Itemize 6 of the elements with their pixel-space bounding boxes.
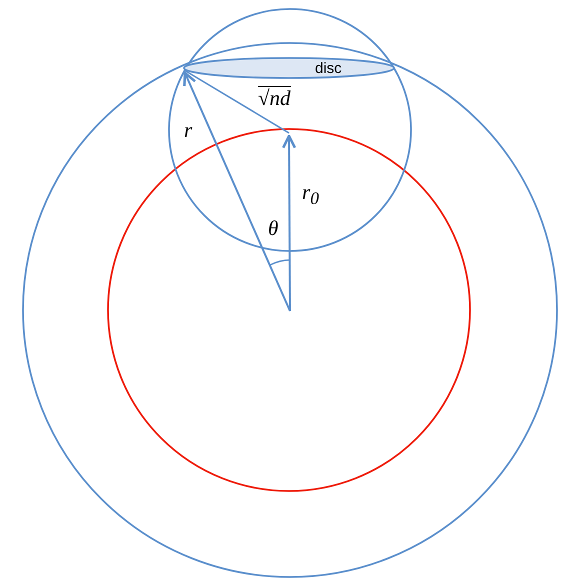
disc-ellipse — [183, 57, 395, 79]
root-nd-label: √nd — [258, 86, 291, 109]
disc-label: disc — [315, 61, 342, 76]
radius-label: r — [184, 120, 192, 141]
angle-label: θ — [268, 218, 278, 239]
radius-label: r$_{0}$ — [302, 182, 319, 208]
